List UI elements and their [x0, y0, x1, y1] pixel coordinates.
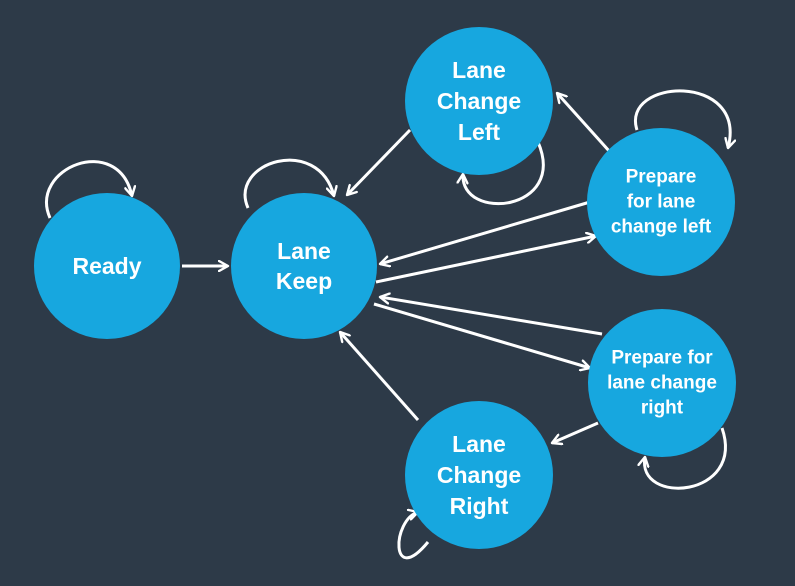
self-loop-prepare-right-arrow	[644, 427, 727, 490]
state-prepare-left-circle	[587, 128, 735, 276]
self-loop-prepare-left-arrow	[633, 89, 730, 148]
state-prepare-right-label-line: lane change	[607, 373, 717, 394]
transition-lane-change-right-to-lane-keep-arrow	[340, 332, 420, 421]
self-loop-lane-keep-arrow	[243, 158, 334, 209]
state-ready-label-line: Ready	[72, 253, 141, 279]
state-lane-change-right-label-line: Right	[450, 493, 509, 519]
state-lane-keep-circle	[231, 193, 377, 339]
transition-prepare-right-to-lane-keep-arrow	[380, 297, 603, 336]
state-prepare-right-label-line: right	[641, 398, 684, 419]
state-lane-change-left-label-line: Change	[437, 88, 521, 114]
state-lane-change-right-label-line: Lane	[452, 431, 506, 457]
transition-lane-keep-to-prepare-left-arrow	[375, 236, 596, 284]
state-prepare-left-label-line: for lane	[627, 192, 696, 213]
state-prepare-left-label-line: Prepare	[626, 167, 697, 188]
state-prepare-left-label-line: change left	[611, 217, 712, 238]
self-loop-lane-change-left-arrow	[463, 141, 545, 206]
state-lane-change-right-circle	[405, 401, 553, 549]
transition-prepare-left-to-lane-change-left-arrow	[557, 93, 612, 154]
transition-lane-change-left-to-lane-keep-arrow	[347, 128, 412, 195]
state-prepare-right: Prepare for lane change right	[588, 309, 736, 457]
state-lane-change-left-label-line: Left	[458, 119, 501, 145]
transition-prepare-left-to-lane-keep-arrow	[380, 200, 591, 264]
state-lane-keep-label-line: Keep	[276, 268, 332, 294]
transition-prepare-right-to-lane-change-right-arrow	[552, 421, 599, 443]
self-loop-ready-arrow	[45, 160, 132, 219]
state-lane-change-left-label-line: Lane	[452, 57, 506, 83]
state-lane-change-right-label-line: Change	[437, 462, 521, 488]
self-loop-lane-change-right-arrow	[397, 512, 430, 560]
state-prepare-right-label-line: Prepare for	[611, 348, 713, 369]
state-lane-change-left-circle	[405, 27, 553, 175]
transitions	[45, 89, 731, 560]
state-ready-circle	[34, 193, 180, 339]
state-prepare-left: Prepare for lane change left	[587, 128, 735, 276]
state-prepare-right-circle	[588, 309, 736, 457]
transition-lane-keep-to-prepare-right-arrow	[373, 302, 590, 368]
state-ready: Ready	[34, 193, 180, 339]
state-lane-keep-label-line: Lane	[277, 238, 331, 264]
